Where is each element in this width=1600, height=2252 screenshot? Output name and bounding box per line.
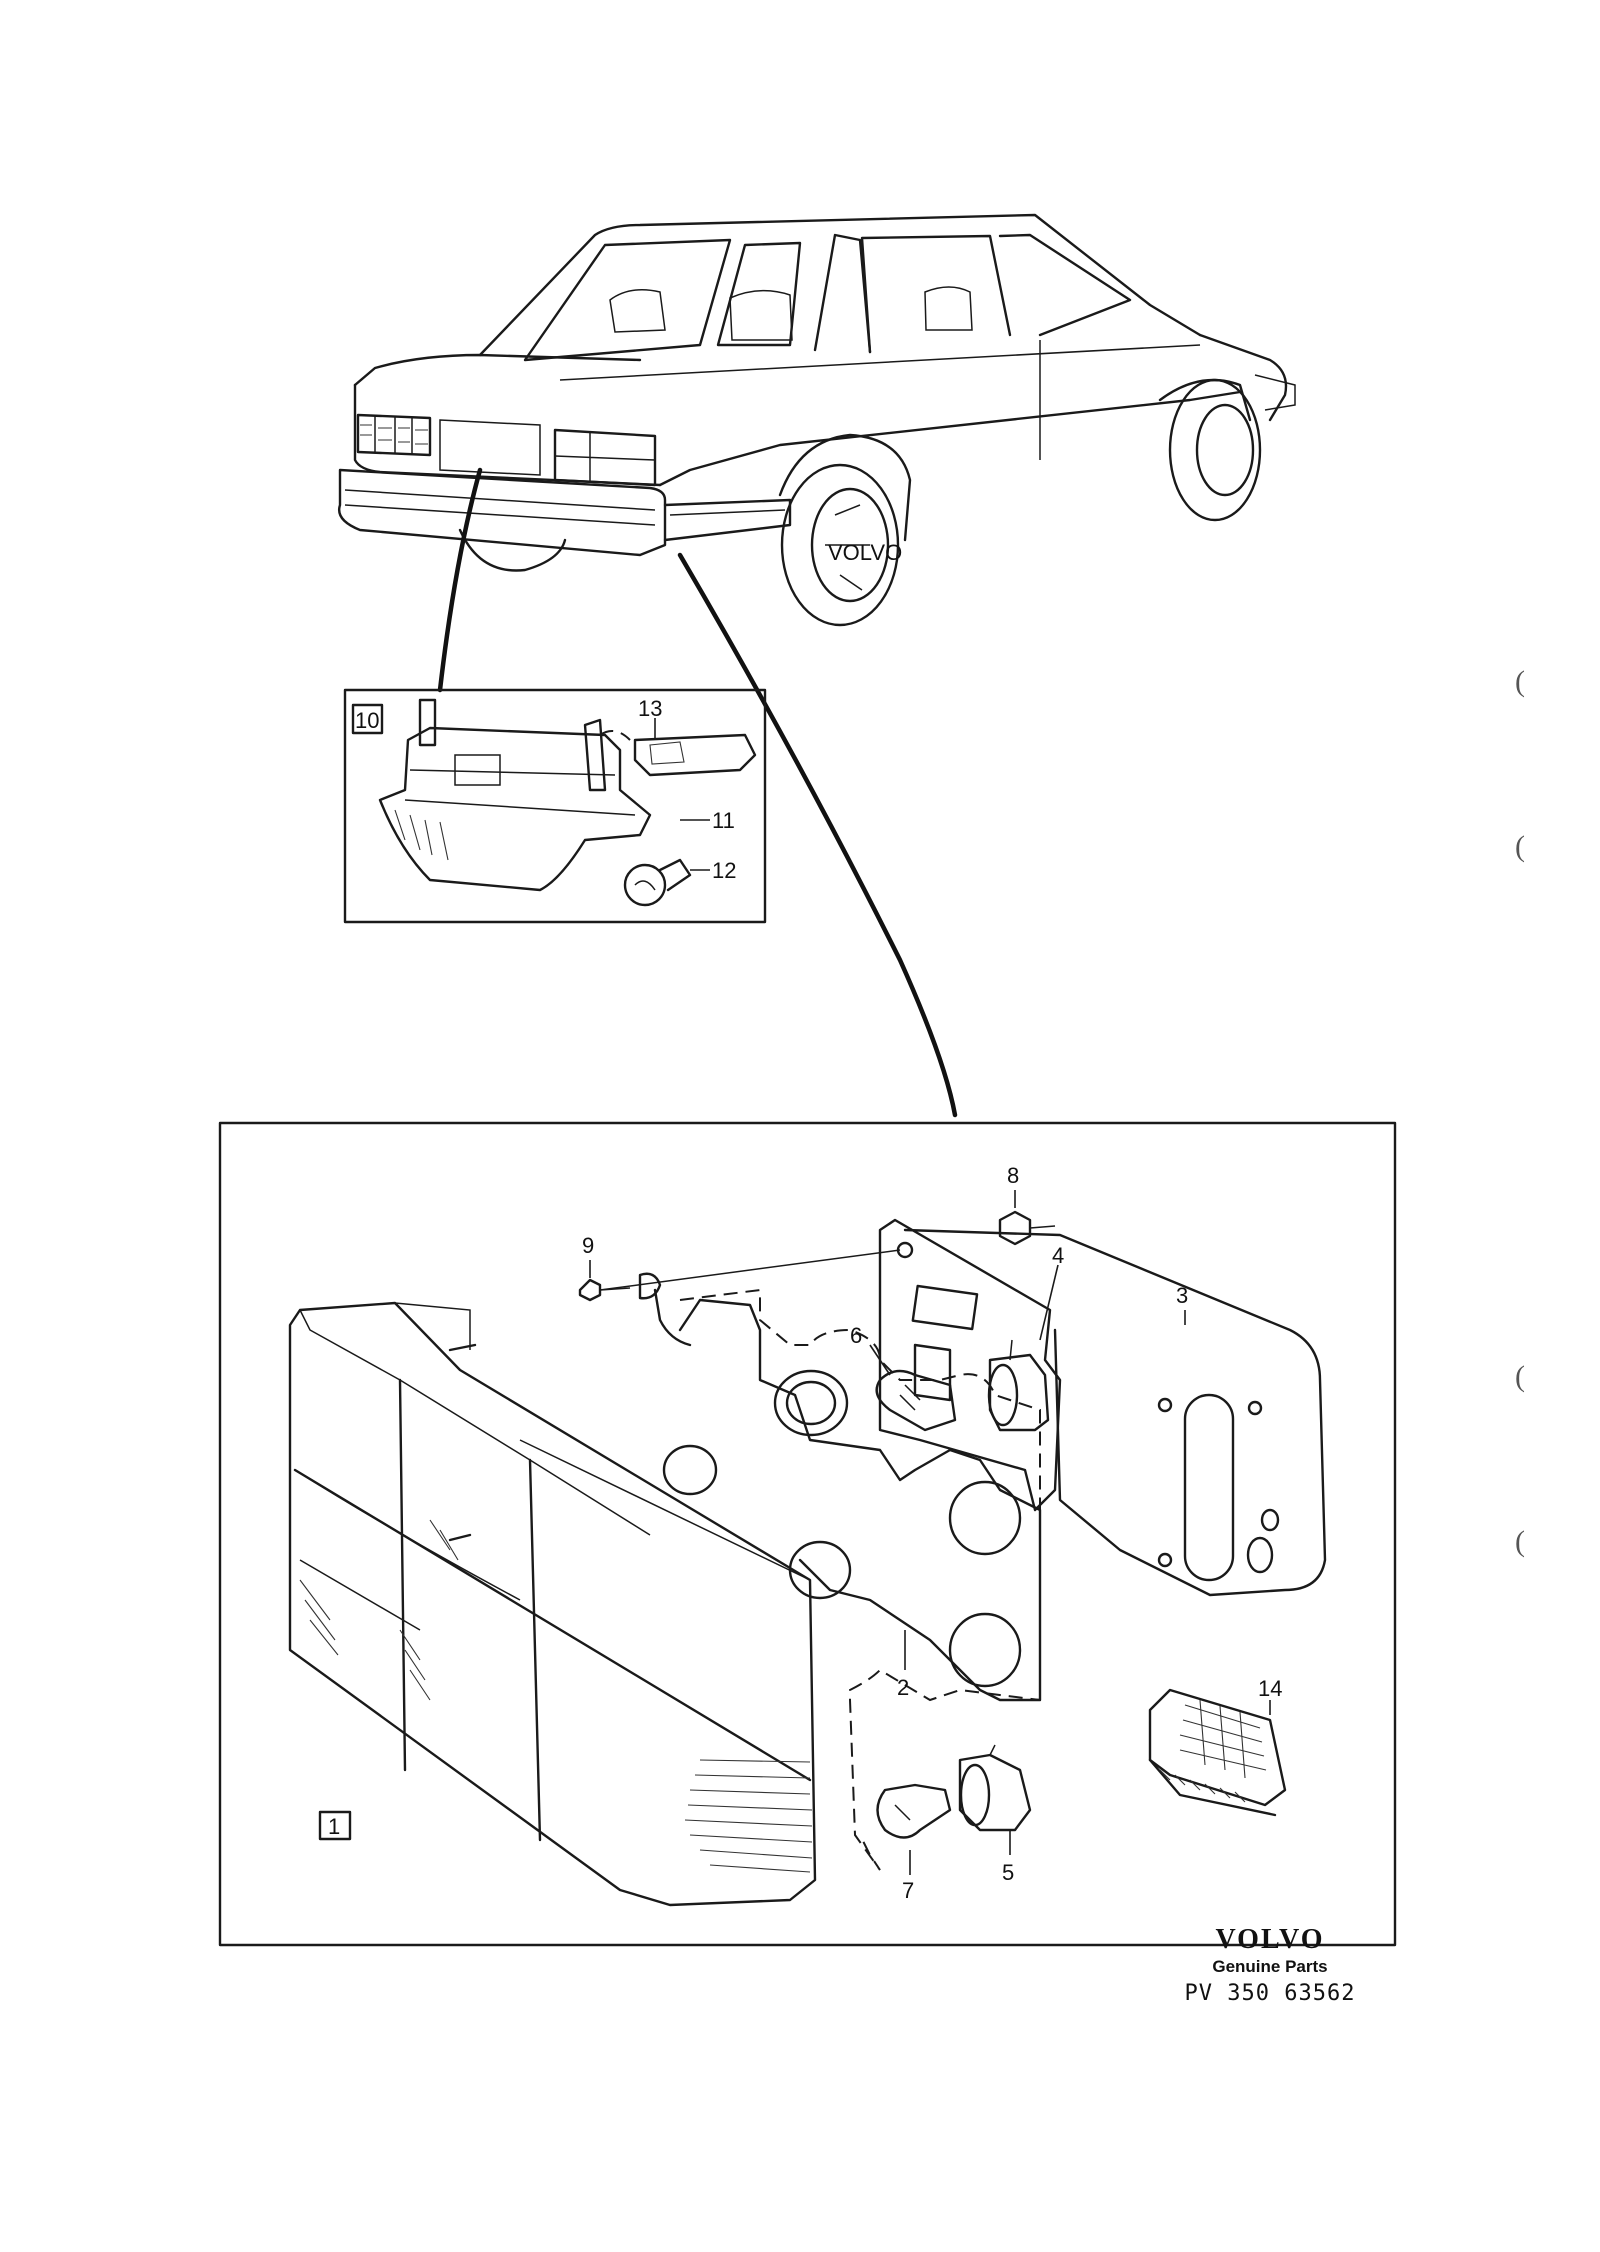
part-number: PV 350 63562 <box>1184 1981 1356 2006</box>
car-illustration: VOLVO <box>338 213 1296 627</box>
svg-text:VOLVO: VOLVO <box>828 540 902 565</box>
callout-3: 3 <box>1176 1283 1188 1308</box>
footer-block: VOLVO Genuine Parts PV 350 63562 <box>1170 1925 1370 2009</box>
callout-11: 11 <box>712 808 735 833</box>
leader-line-to-licence-lamp <box>437 467 483 693</box>
brand-tagline: Genuine Parts <box>1212 1957 1328 1976</box>
callout-13: 13 <box>638 696 662 721</box>
brand-logo: VOLVO <box>1215 1924 1325 1955</box>
margin-mark: ( <box>1515 665 1525 698</box>
margin-mark: ( <box>1515 1360 1525 1393</box>
callout-9: 9 <box>582 1233 594 1258</box>
callout-2: 2 <box>897 1675 909 1700</box>
callout-7: 7 <box>902 1878 914 1903</box>
callout-14: 14 <box>1258 1676 1282 1701</box>
margin-mark: ( <box>1515 1525 1525 1558</box>
callout-5: 5 <box>1002 1860 1014 1885</box>
callout-12: 12 <box>712 858 736 883</box>
licence-lamp-inset: 10 13 11 12 <box>343 688 767 924</box>
callout-1: 1 <box>328 1814 340 1839</box>
margin-mark: ( <box>1515 830 1525 863</box>
callout-4: 4 <box>1052 1243 1064 1268</box>
leader-line-to-tail-lamp <box>677 552 958 1118</box>
callout-10: 10 <box>355 708 379 733</box>
tail-lamp-inset: 1 2 <box>218 1121 1397 1947</box>
callout-8: 8 <box>1007 1163 1019 1188</box>
callout-6: 6 <box>850 1323 862 1348</box>
